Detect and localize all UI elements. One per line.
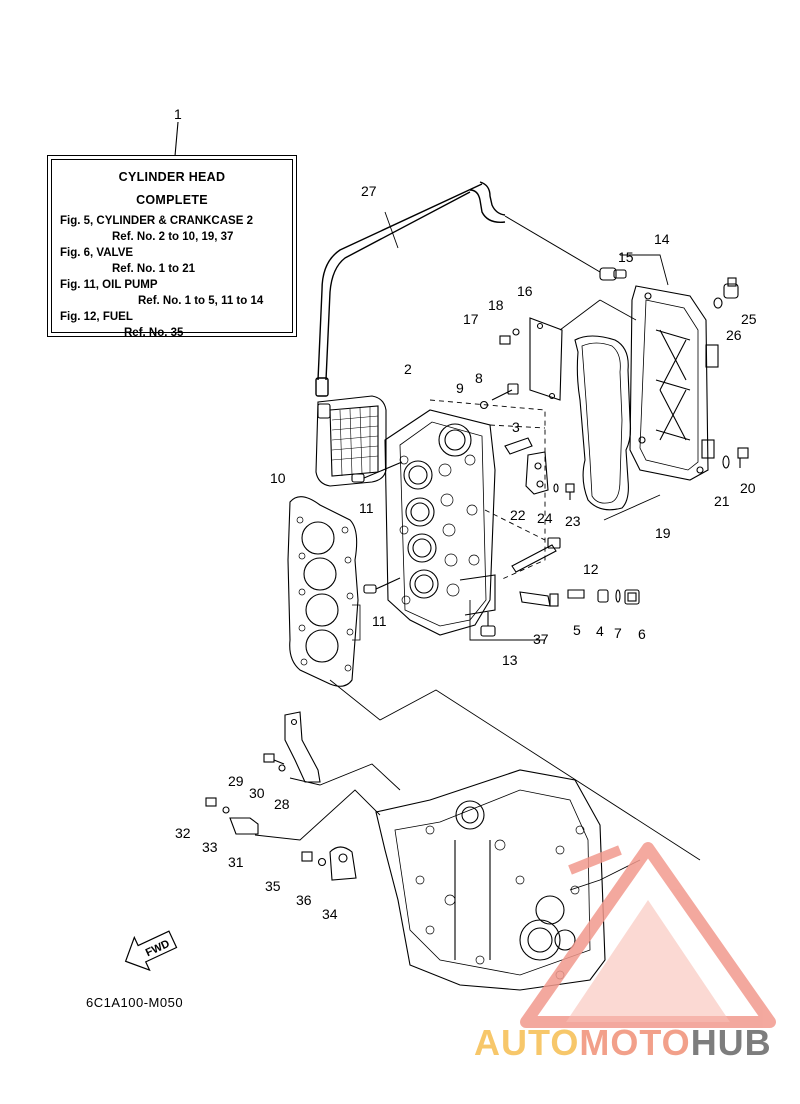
bolt-35	[301, 851, 313, 862]
dowel-pin-11b	[363, 584, 377, 594]
callout-29: 29	[228, 773, 244, 789]
box-line: Fig. 5, CYLINDER & CRANKCASE 2	[60, 215, 253, 227]
callout-20: 20	[740, 480, 756, 496]
callout-35: 35	[265, 878, 281, 894]
callout-10: 10	[270, 470, 286, 486]
washer-18	[512, 328, 520, 336]
watermark-part: AUTO	[474, 1022, 580, 1063]
cylinder-head-gasket-10	[287, 496, 361, 687]
callout-5: 5	[573, 622, 581, 638]
callout-9: 9	[456, 380, 464, 396]
washer-36	[317, 857, 327, 867]
callout-19: 19	[655, 525, 671, 541]
sensor-4	[597, 589, 609, 603]
crankcase	[375, 769, 606, 991]
dowel-pin-11a	[351, 473, 365, 483]
callout-14: 14	[654, 231, 670, 247]
callout-7: 7	[614, 625, 622, 641]
watermark-logo	[520, 842, 776, 1028]
sensor-5	[567, 589, 585, 599]
plug-6	[624, 589, 640, 605]
box-line: Ref. No. 1 to 5, 11 to 14	[138, 295, 264, 307]
callout-3: 3	[512, 419, 520, 435]
gasket-7	[615, 589, 621, 603]
callout-4: 4	[596, 623, 604, 639]
o-ring-26	[713, 297, 723, 309]
assembly-outline	[429, 399, 546, 581]
box-title: CYLINDER HEAD	[118, 170, 226, 184]
callout-11a: 11	[359, 500, 374, 516]
figure-code: 6C1A100-M050	[86, 995, 184, 1010]
callout-8: 8	[475, 370, 483, 386]
box-line: Ref. No. 1 to 21	[112, 263, 196, 275]
washer-9	[479, 400, 489, 410]
callout-32: 32	[175, 825, 191, 841]
callout-24: 24	[537, 510, 553, 526]
washer-33	[222, 806, 230, 814]
cap-25	[723, 277, 739, 299]
cylinder-head-2	[384, 409, 496, 636]
bracket-31	[229, 817, 259, 835]
watermark-part: MOTO	[579, 1022, 691, 1063]
bolt-23	[565, 483, 575, 500]
leader-1	[174, 121, 179, 157]
watermark-text: AUTOMOTOHUB	[474, 1022, 772, 1064]
callout-26: 26	[726, 327, 742, 343]
callout-6: 6	[638, 626, 646, 642]
callout-23: 23	[565, 513, 581, 529]
callout-27: 27	[361, 183, 377, 199]
fwd-arrow-icon: FWD	[124, 930, 178, 972]
bolt-8	[491, 383, 519, 401]
reference-box-inner: CYLINDER HEAD COMPLETE Fig. 5, CYLINDER …	[51, 159, 293, 339]
cover-gasket-19	[574, 335, 632, 511]
box-line: Ref. No. 2 to 10, 19, 37	[112, 231, 234, 243]
callout-31: 31	[228, 854, 244, 870]
callout-16: 16	[517, 283, 533, 299]
box-line: Fig. 12, FUEL	[60, 311, 133, 323]
watermark-part: HUB	[690, 1022, 772, 1063]
callout-25: 25	[741, 311, 757, 327]
bracket-28	[284, 711, 321, 783]
callout-30: 30	[249, 785, 265, 801]
callout-21: 21	[714, 493, 730, 509]
box-line: Fig. 11, OIL PUMP	[60, 279, 158, 291]
screw-17	[499, 335, 511, 345]
bolt-3	[504, 437, 533, 455]
callout-13: 13	[502, 652, 518, 668]
plate-34	[329, 846, 357, 881]
fuel-filter	[315, 395, 387, 487]
bolt-13	[480, 612, 496, 637]
callout-1: 1	[174, 106, 182, 122]
fitting-15	[599, 267, 627, 281]
reference-box: CYLINDER HEAD COMPLETE Fig. 5, CYLINDER …	[47, 155, 297, 339]
callout-17: 17	[463, 311, 479, 327]
callout-33: 33	[202, 839, 218, 855]
callout-2: 2	[404, 361, 412, 377]
callout-28: 28	[274, 796, 290, 812]
washer-30	[278, 764, 286, 772]
long-bolt-12	[511, 537, 561, 573]
callout-37: 37	[533, 631, 549, 647]
spark-plug-37	[519, 591, 559, 607]
washer-21	[722, 455, 730, 469]
box-line: Ref. No. 35	[124, 327, 184, 339]
callout-22: 22	[510, 507, 526, 523]
fuel-hose-27	[315, 181, 601, 397]
box-line: Fig. 6, VALVE	[60, 247, 134, 259]
bolt-20	[737, 447, 749, 468]
callout-11b: 11	[372, 613, 387, 629]
bolt-32	[205, 797, 217, 807]
cylinder-head-cover-14	[629, 285, 719, 481]
callout-18: 18	[488, 297, 504, 313]
bolt-29	[263, 753, 285, 765]
callout-12: 12	[583, 561, 599, 577]
callout-34: 34	[322, 906, 338, 922]
callout-15: 15	[618, 249, 634, 265]
plate-16	[529, 317, 563, 401]
callout-36: 36	[296, 892, 312, 908]
o-ring-24	[553, 483, 559, 493]
box-subtitle: COMPLETE	[136, 193, 208, 207]
cover-22	[525, 451, 549, 495]
